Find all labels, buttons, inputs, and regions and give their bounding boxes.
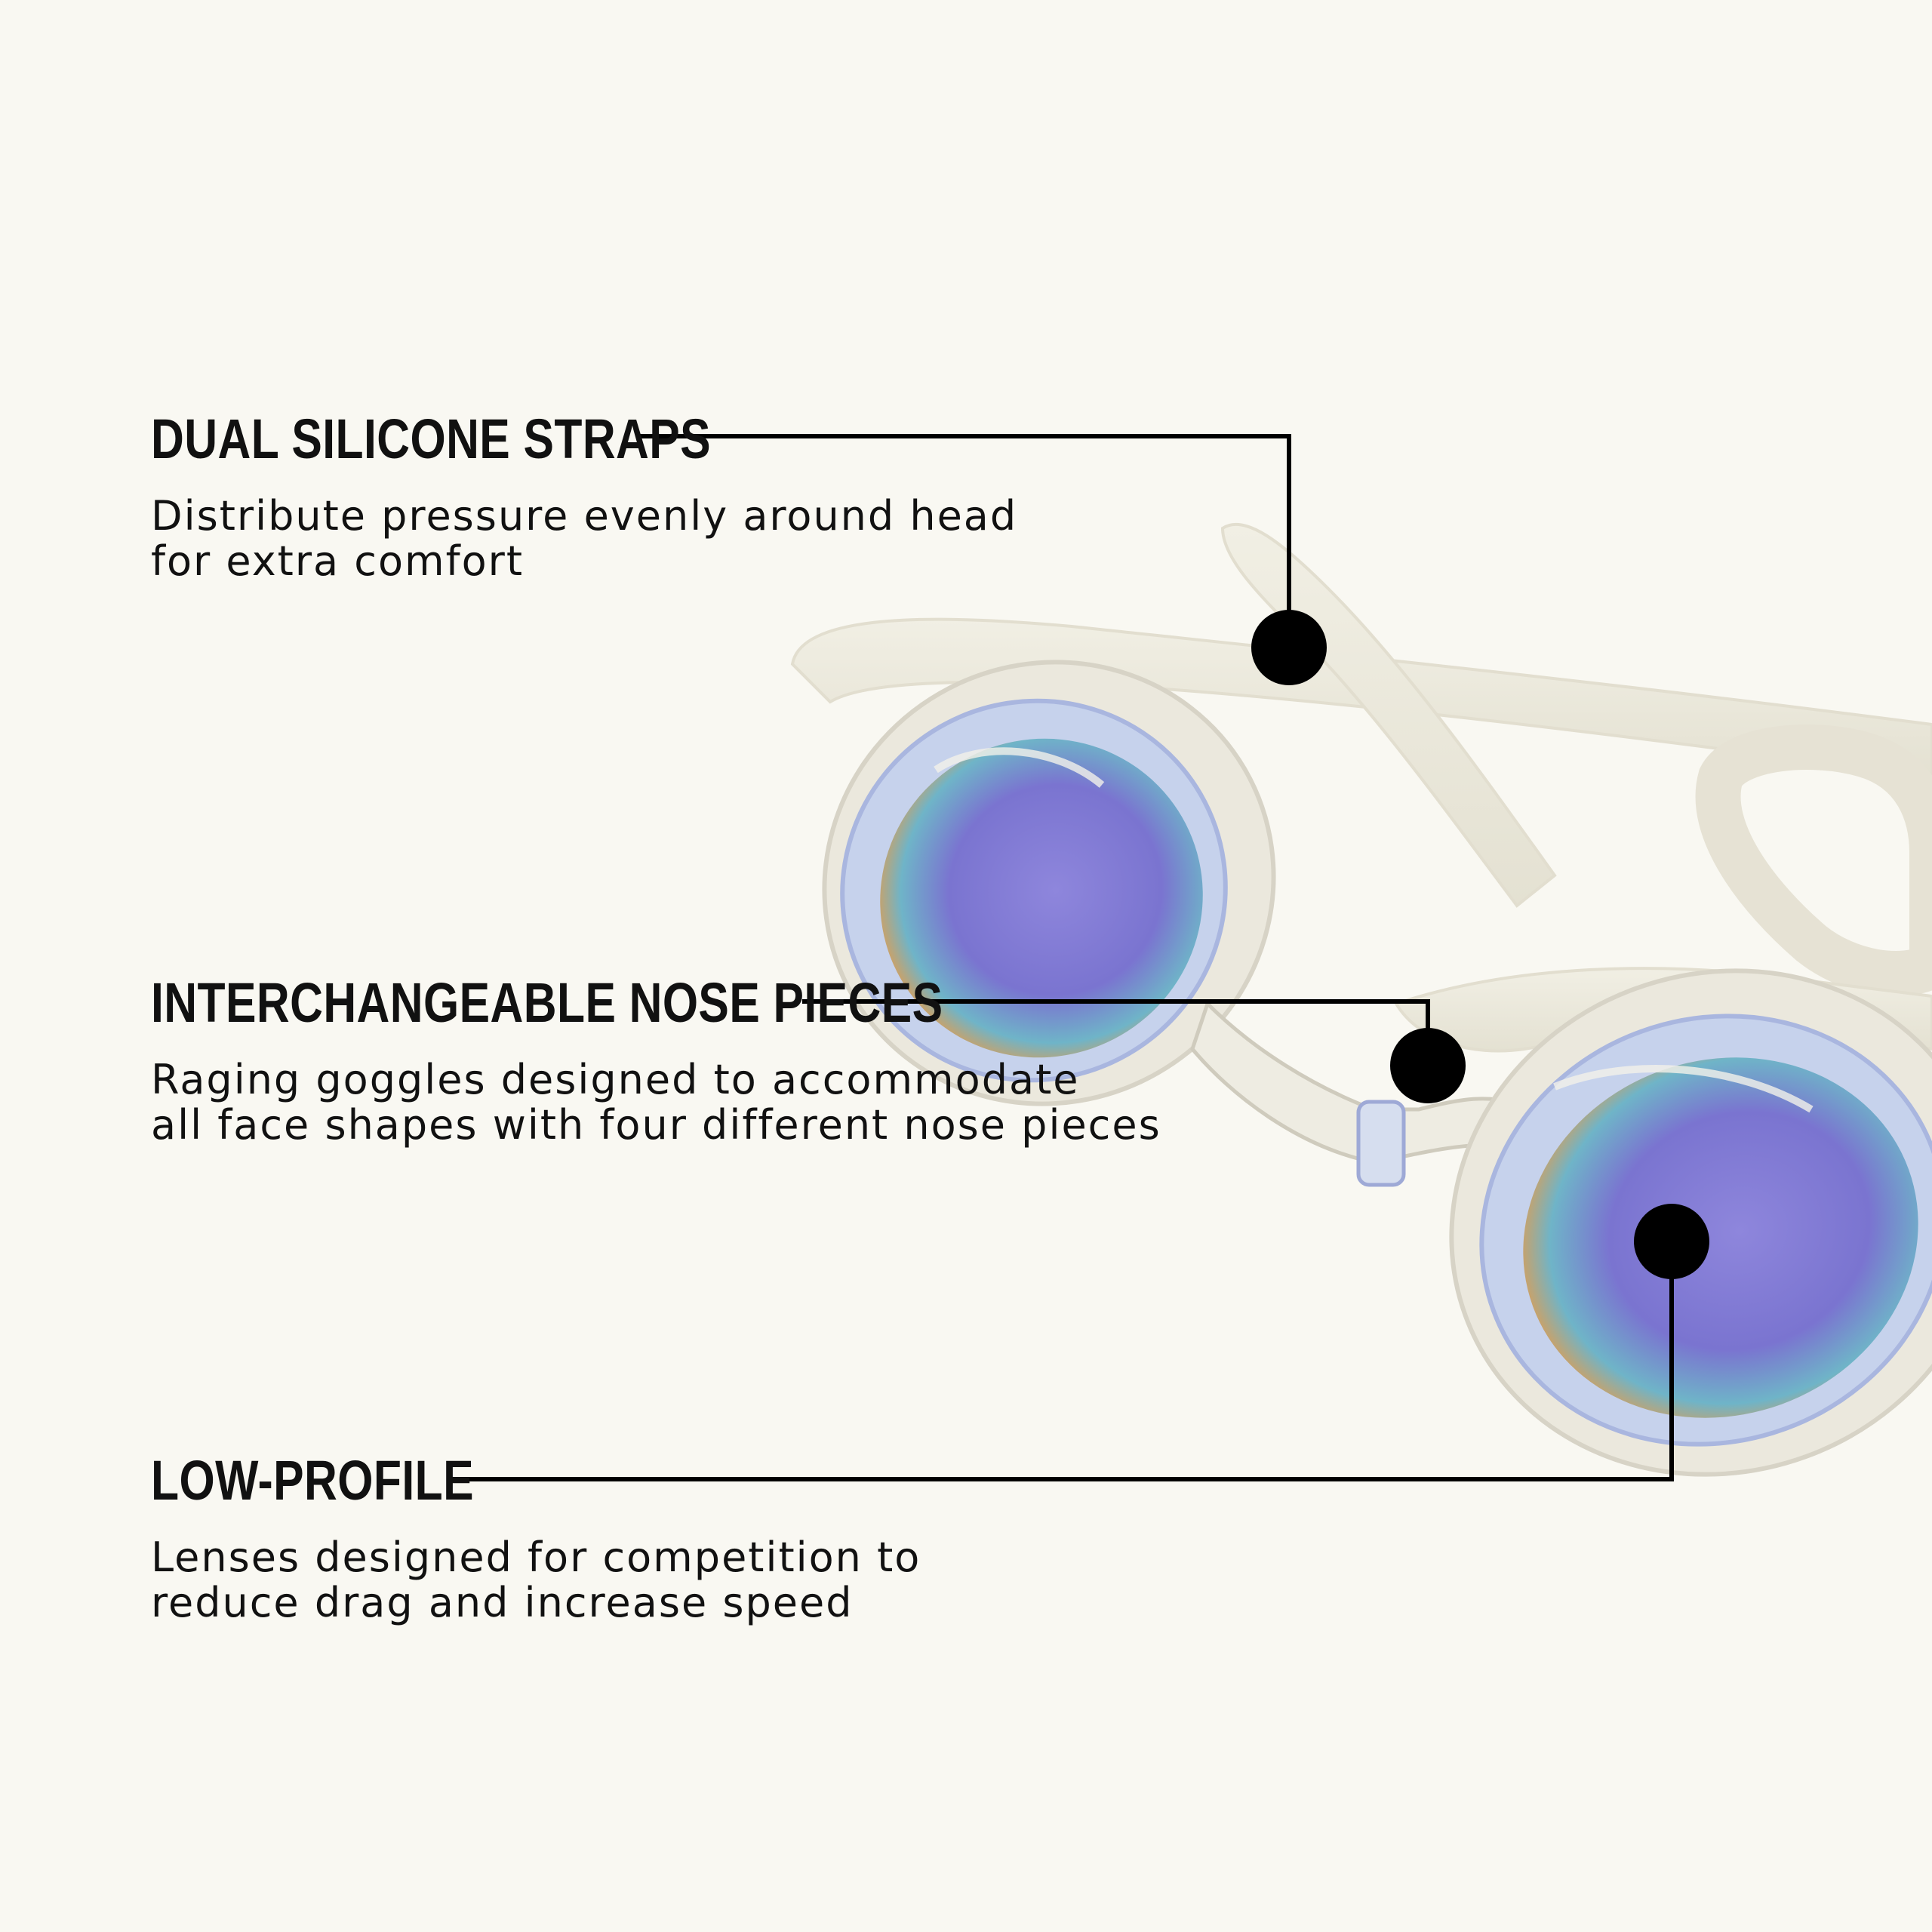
right-lens-assembly	[1449, 968, 1932, 1477]
feature-description-straps: Distribute pressure evenly around head f…	[151, 494, 1017, 584]
feature-title-straps: DUAL SILICONE STRAPS	[151, 408, 712, 470]
feature-straps: DUAL SILICONE STRAPS Distribute pressure…	[151, 411, 1017, 584]
left-lens-assembly	[822, 660, 1276, 1106]
callout-line-lens	[468, 1241, 1674, 1481]
feature-low-profile: LOW-PROFILE Lenses designed for competit…	[151, 1453, 921, 1626]
callout-marker-lens	[1634, 1204, 1709, 1279]
callout-marker-straps	[1251, 610, 1327, 685]
description-line: Distribute pressure evenly around head	[151, 492, 1018, 540]
description-line: reduce drag and increase speed	[151, 1579, 854, 1626]
feature-description-nose-pieces: Raging goggles designed to accommodate a…	[151, 1057, 1161, 1148]
callout-line-straps	[638, 434, 1291, 648]
feature-nose-pieces: INTERCHANGEABLE NOSE PIECES Raging goggl…	[151, 975, 1161, 1148]
feature-title-low-profile: LOW-PROFILE	[151, 1449, 475, 1512]
feature-description-low-profile: Lenses designed for competition to reduc…	[151, 1535, 921, 1626]
description-line: for extra comfort	[151, 537, 525, 585]
description-line: Raging goggles designed to accommodate	[151, 1056, 1080, 1103]
description-line: all face shapes with four different nose…	[151, 1101, 1161, 1149]
feature-title-nose-pieces: INTERCHANGEABLE NOSE PIECES	[151, 971, 943, 1034]
callout-marker-nose	[1390, 1028, 1466, 1103]
callout-connectors	[468, 434, 1709, 1481]
description-line: Lenses designed for competition to	[151, 1534, 921, 1581]
